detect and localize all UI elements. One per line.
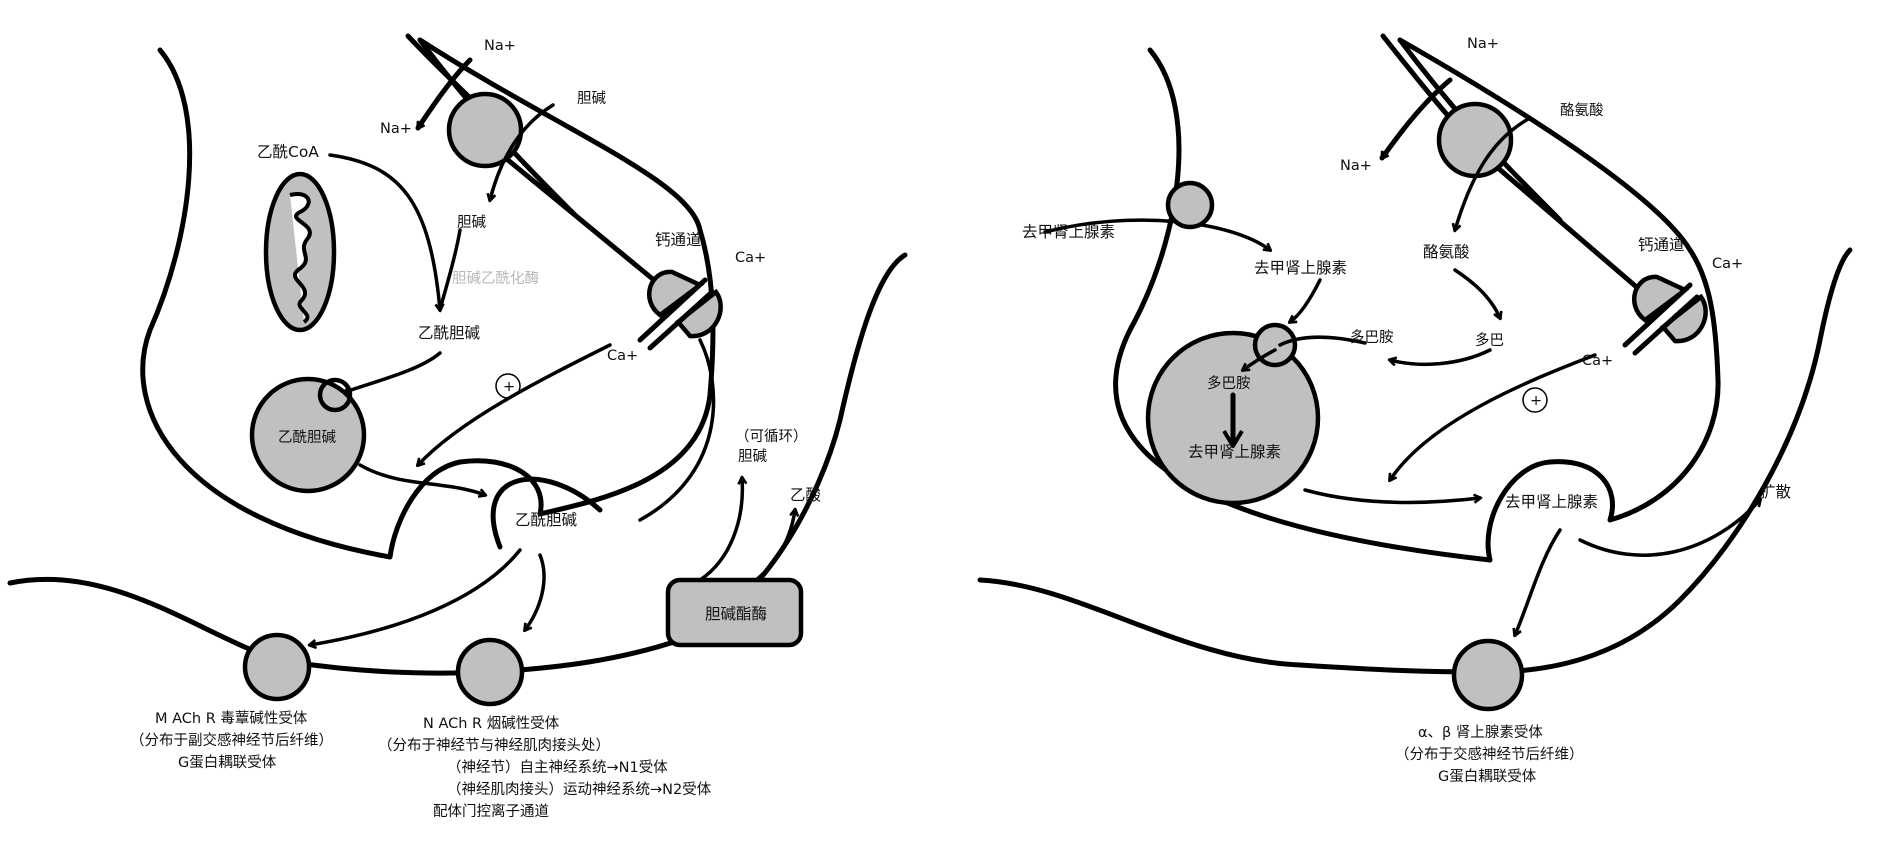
cholinergic-synapse: Na+ Na+ 胆碱 乙酰CoA 胆碱 胆碱乙酰化酶 乙酰胆碱 乙酰胆碱 钙通道… bbox=[7, 33, 908, 820]
plus-label-right: + bbox=[1530, 393, 1542, 409]
ca-channel-label-right: 钙通道 bbox=[1638, 236, 1685, 254]
recycle-paren-label: （可循环） bbox=[735, 428, 808, 445]
calcium-channel-icon-right bbox=[1622, 274, 1708, 356]
na-out-label-right: Na+ bbox=[1340, 158, 1372, 174]
ca-outside-label: Ca+ bbox=[735, 250, 766, 266]
presynaptic-membrane bbox=[140, 37, 716, 560]
postsynaptic-membrane bbox=[7, 252, 908, 676]
nicotinic-receptor bbox=[455, 637, 525, 707]
adrenergic-synapse: Na+ Na+ 酪氨酸 去甲肾上腺素 去甲肾上腺素 酪氨酸 多巴 多巴胺 多巴胺… bbox=[977, 33, 1853, 785]
adr-label-2: （分布于交感神经节后纤维） bbox=[1395, 745, 1584, 763]
ne-cleft-label: 去甲肾上腺素 bbox=[1505, 493, 1598, 511]
calcium-channel-icon bbox=[637, 269, 723, 351]
adr-label-1: α、β 肾上腺素受体 bbox=[1418, 724, 1543, 741]
plus-icon-right bbox=[1522, 387, 1548, 413]
plus-label: + bbox=[503, 379, 515, 395]
adr-label-3: G蛋白耦联受体 bbox=[1438, 768, 1537, 785]
vesicle-transporter bbox=[317, 377, 353, 413]
recycle-choline-label: 胆碱 bbox=[738, 448, 767, 465]
adrenergic-receptor bbox=[1451, 638, 1525, 712]
nach-label-4: （神经肌肉接头）运动神经系统→N2受体 bbox=[447, 781, 712, 798]
ne-cyto-label: 去甲肾上腺素 bbox=[1254, 259, 1347, 277]
ca-inside-label-right: Ca+ bbox=[1582, 353, 1613, 369]
acetylcholinesterase bbox=[665, 577, 804, 648]
ne-reuptake-transporter bbox=[1165, 180, 1215, 230]
mach-label-2: （分布于副交感神经节后纤维） bbox=[130, 731, 333, 749]
acetic-acid-label: 乙酸 bbox=[790, 486, 822, 504]
mitochondrion-icon bbox=[263, 171, 337, 333]
muscarinic-receptor bbox=[242, 632, 312, 702]
ca-inside-label: Ca+ bbox=[607, 348, 638, 364]
tyrosine-in-label: 酪氨酸 bbox=[1560, 102, 1604, 119]
na-in-label: Na+ bbox=[484, 38, 516, 54]
choline-in-label: 胆碱 bbox=[577, 90, 606, 107]
mach-label-3: G蛋白耦联受体 bbox=[178, 754, 277, 771]
ca-outside-label-right: Ca+ bbox=[1712, 256, 1743, 272]
nach-label-5: 配体门控离子通道 bbox=[433, 803, 549, 820]
nach-label-1: N ACh R 烟碱性受体 bbox=[423, 715, 560, 732]
ache-label: 胆碱酯酶 bbox=[705, 605, 767, 623]
dopa-label: 多巴 bbox=[1475, 332, 1504, 349]
acetyl-coa-label: 乙酰CoA bbox=[257, 143, 319, 161]
tyrosine-mid-label: 酪氨酸 bbox=[1423, 243, 1470, 261]
na-in-label-right: Na+ bbox=[1467, 36, 1499, 52]
chat-enzyme-label: 胆碱乙酰化酶 bbox=[452, 270, 539, 287]
ach-cyto-label: 乙酰胆碱 bbox=[418, 324, 481, 342]
mach-label-1: M ACh R 毒蕈碱性受体 bbox=[155, 710, 308, 727]
ca-channel-label: 钙通道 bbox=[655, 231, 702, 249]
dopamine-cyto-label: 多巴胺 bbox=[1350, 329, 1394, 346]
postsynaptic-membrane-right bbox=[977, 247, 1853, 675]
choline-transporter bbox=[446, 91, 524, 169]
ach-cleft-label: 乙酰胆碱 bbox=[515, 511, 578, 529]
nach-label-2: （分布于神经节与神经肌肉接头处） bbox=[378, 737, 610, 754]
dopamine-vesicle-label: 多巴胺 bbox=[1207, 375, 1251, 392]
ach-vesicle-label: 乙酰胆碱 bbox=[278, 429, 336, 446]
na-out-label: Na+ bbox=[380, 121, 412, 137]
ne-uptake-label: 去甲肾上腺素 bbox=[1022, 223, 1115, 241]
choline-mid-label: 胆碱 bbox=[457, 214, 486, 231]
diffuse-label: 扩散 bbox=[1760, 483, 1791, 501]
plus-icon bbox=[495, 373, 521, 399]
nach-label-3: （神经节）自主神经系统→N1受体 bbox=[447, 759, 668, 776]
presynaptic-membrane-right bbox=[1113, 37, 1721, 563]
ne-vesicle-label: 去甲肾上腺素 bbox=[1188, 443, 1281, 461]
ach-vesicle bbox=[249, 376, 367, 494]
